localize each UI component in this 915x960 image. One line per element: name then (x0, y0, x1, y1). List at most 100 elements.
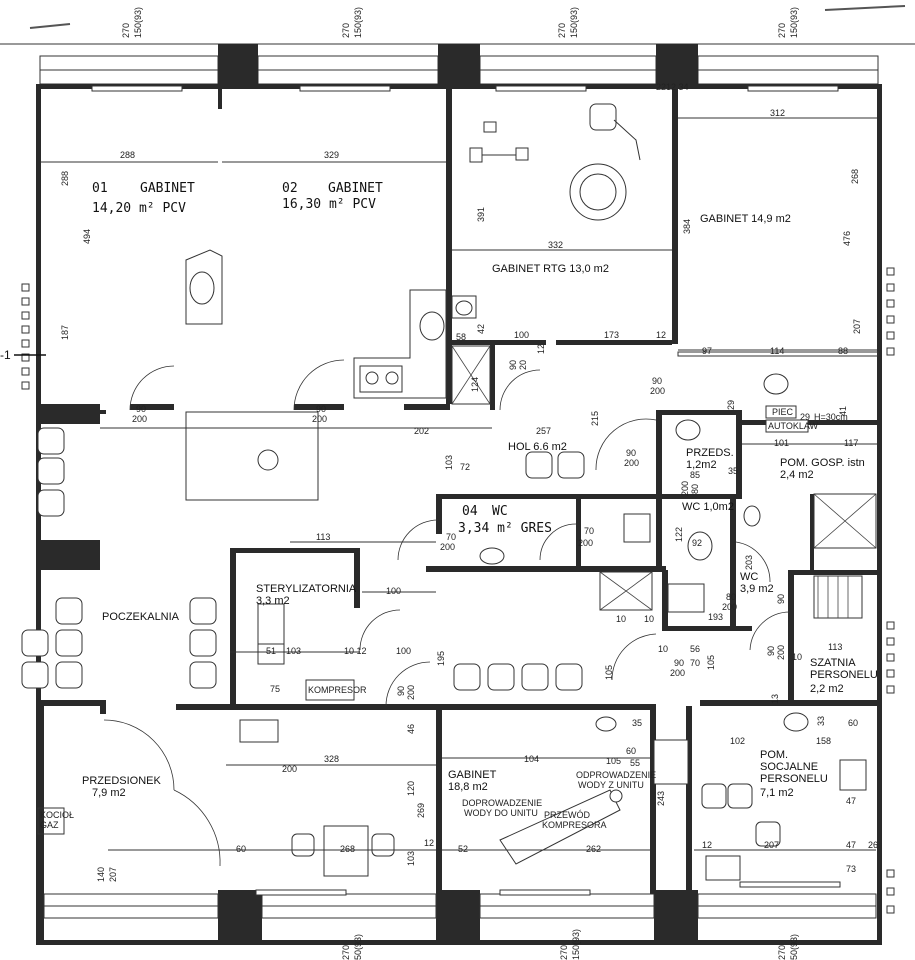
svg-text:158: 158 (816, 736, 831, 746)
svg-text:202: 202 (414, 426, 429, 436)
window-label: 270 (341, 23, 351, 38)
svg-text:PRZEDSIONEK: PRZEDSIONEK (82, 775, 162, 787)
window-sub-label: 150(93) (133, 7, 143, 38)
svg-text:SOCJALNE: SOCJALNE (760, 761, 818, 773)
svg-text:124: 124 (470, 377, 480, 392)
room-pom-gosp: POM. GOSP. istn 2,4 m2 (780, 457, 865, 481)
svg-text:269: 269 (416, 803, 426, 818)
top-window-strip (0, 5, 915, 86)
svg-text:90: 90 (626, 448, 636, 458)
window-sub-label: 50(93) (353, 934, 363, 960)
svg-text:KOMPRESOR: KOMPRESOR (308, 685, 367, 695)
svg-text:80: 80 (690, 484, 700, 494)
svg-text:90: 90 (316, 404, 326, 414)
svg-text:14,20 m² PCV: 14,20 m² PCV (92, 201, 186, 216)
window-label: 270 (777, 945, 787, 960)
svg-text:42: 42 (476, 324, 486, 334)
svg-text:35: 35 (728, 466, 738, 476)
left-column-markers (21, 283, 30, 390)
svg-text:80: 80 (726, 592, 736, 602)
room-przedsionek: PRZEDSIONEK 7,9 m2 (82, 775, 162, 799)
svg-text:72: 72 (460, 462, 470, 472)
svg-text:122: 122 (674, 527, 684, 542)
svg-text:105: 105 (706, 655, 716, 670)
svg-text:PIEC: PIEC (772, 407, 794, 417)
svg-text:92: 92 (692, 538, 702, 548)
svg-text:12: 12 (536, 344, 546, 354)
svg-text:KOCIOŁ: KOCIOŁ (40, 810, 74, 820)
room-przeds: PRZEDS. 1,2m2 (686, 447, 734, 471)
svg-text:200: 200 (650, 386, 665, 396)
svg-text:90: 90 (674, 658, 684, 668)
svg-text:10: 10 (792, 652, 802, 662)
svg-text:18,8 m2: 18,8 m2 (448, 781, 488, 793)
top-window-labels: 270 150(93) 270 150(93) 270 150(93) 270 … (121, 7, 799, 38)
svg-text:29: 29 (726, 400, 736, 410)
svg-text:200: 200 (406, 685, 416, 700)
svg-text:90: 90 (136, 404, 146, 414)
room-sterylizatornia: STERYLIZATORNIA 3,3 m2 (256, 583, 357, 607)
room-gabinet-01: 01 GABINET 14,20 m² PCV (92, 181, 195, 216)
svg-text:200: 200 (440, 542, 455, 552)
svg-text:113: 113 (828, 642, 842, 652)
svg-text:56: 56 (690, 644, 700, 654)
svg-text:POM.: POM. (760, 749, 788, 761)
svg-text:01: 01 (92, 181, 108, 196)
svg-text:207: 207 (108, 867, 118, 882)
svg-text:140: 140 (96, 867, 106, 882)
inner-walls (36, 84, 879, 945)
svg-text:46: 46 (406, 724, 416, 734)
svg-text:268: 268 (340, 844, 355, 854)
svg-text:35: 35 (632, 718, 642, 728)
room-hol: HOL 6.6 m2 (508, 441, 567, 453)
svg-text:90: 90 (508, 360, 518, 370)
svg-text:90: 90 (766, 646, 776, 656)
svg-text:200: 200 (670, 668, 685, 678)
room-gabinet-rtg: GABINET RTG 13,0 m2 (492, 263, 609, 275)
doprowadzenie-label: DOPROWADZENIE WODY DO UNITU (462, 798, 542, 818)
svg-text:60: 60 (848, 718, 858, 728)
svg-text:20: 20 (518, 360, 528, 370)
svg-text:494: 494 (82, 229, 92, 244)
kociol-label: KOCIOŁ GAZ (40, 810, 74, 830)
svg-text:200: 200 (680, 481, 690, 496)
svg-text:29: 29 (800, 412, 810, 422)
svg-text:AUTOKLAW: AUTOKLAW (768, 421, 819, 431)
svg-text:-1: -1 (0, 348, 11, 362)
fixtures (21, 103, 877, 881)
svg-text:GAZ: GAZ (40, 820, 59, 830)
window-label: 270 (557, 23, 567, 38)
svg-text:GABINET: GABINET (328, 181, 383, 196)
svg-text:2212 34: 2212 34 (656, 82, 689, 92)
svg-text:117: 117 (844, 438, 858, 448)
svg-text:2,4 m2: 2,4 m2 (780, 469, 814, 481)
svg-text:200: 200 (776, 645, 786, 660)
svg-text:193: 193 (708, 612, 723, 622)
room-gabinet-14-9: GABINET 14,9 m2 (700, 213, 791, 225)
svg-text:173: 173 (604, 330, 619, 340)
svg-text:PERSONELU: PERSONELU (760, 773, 828, 785)
svg-text:262: 262 (586, 844, 601, 854)
svg-text:12: 12 (702, 840, 712, 850)
svg-text:7,9 m2: 7,9 m2 (92, 787, 126, 799)
right-column-markers (886, 267, 895, 914)
svg-text:H=30cm: H=30cm (814, 412, 848, 422)
svg-text:PRZEDS.: PRZEDS. (686, 447, 734, 459)
svg-text:33: 33 (816, 716, 826, 726)
svg-text:70: 70 (584, 526, 594, 536)
svg-text:10: 10 (644, 614, 654, 624)
svg-text:101: 101 (774, 438, 789, 448)
svg-text:207: 207 (852, 319, 862, 334)
svg-text:GABINET: GABINET (448, 769, 497, 781)
window-sub-label: 50(93) (789, 934, 799, 960)
svg-text:DOPROWADZENIE: DOPROWADZENIE (462, 798, 542, 808)
svg-text:41: 41 (838, 406, 848, 416)
svg-text:113: 113 (316, 532, 330, 542)
svg-text:SZATNIA: SZATNIA (810, 657, 856, 669)
svg-text:75: 75 (270, 684, 280, 694)
svg-text:200: 200 (312, 414, 327, 424)
bottom-window-strip (43, 893, 877, 919)
svg-text:102: 102 (730, 736, 745, 746)
svg-text:200: 200 (578, 538, 593, 548)
